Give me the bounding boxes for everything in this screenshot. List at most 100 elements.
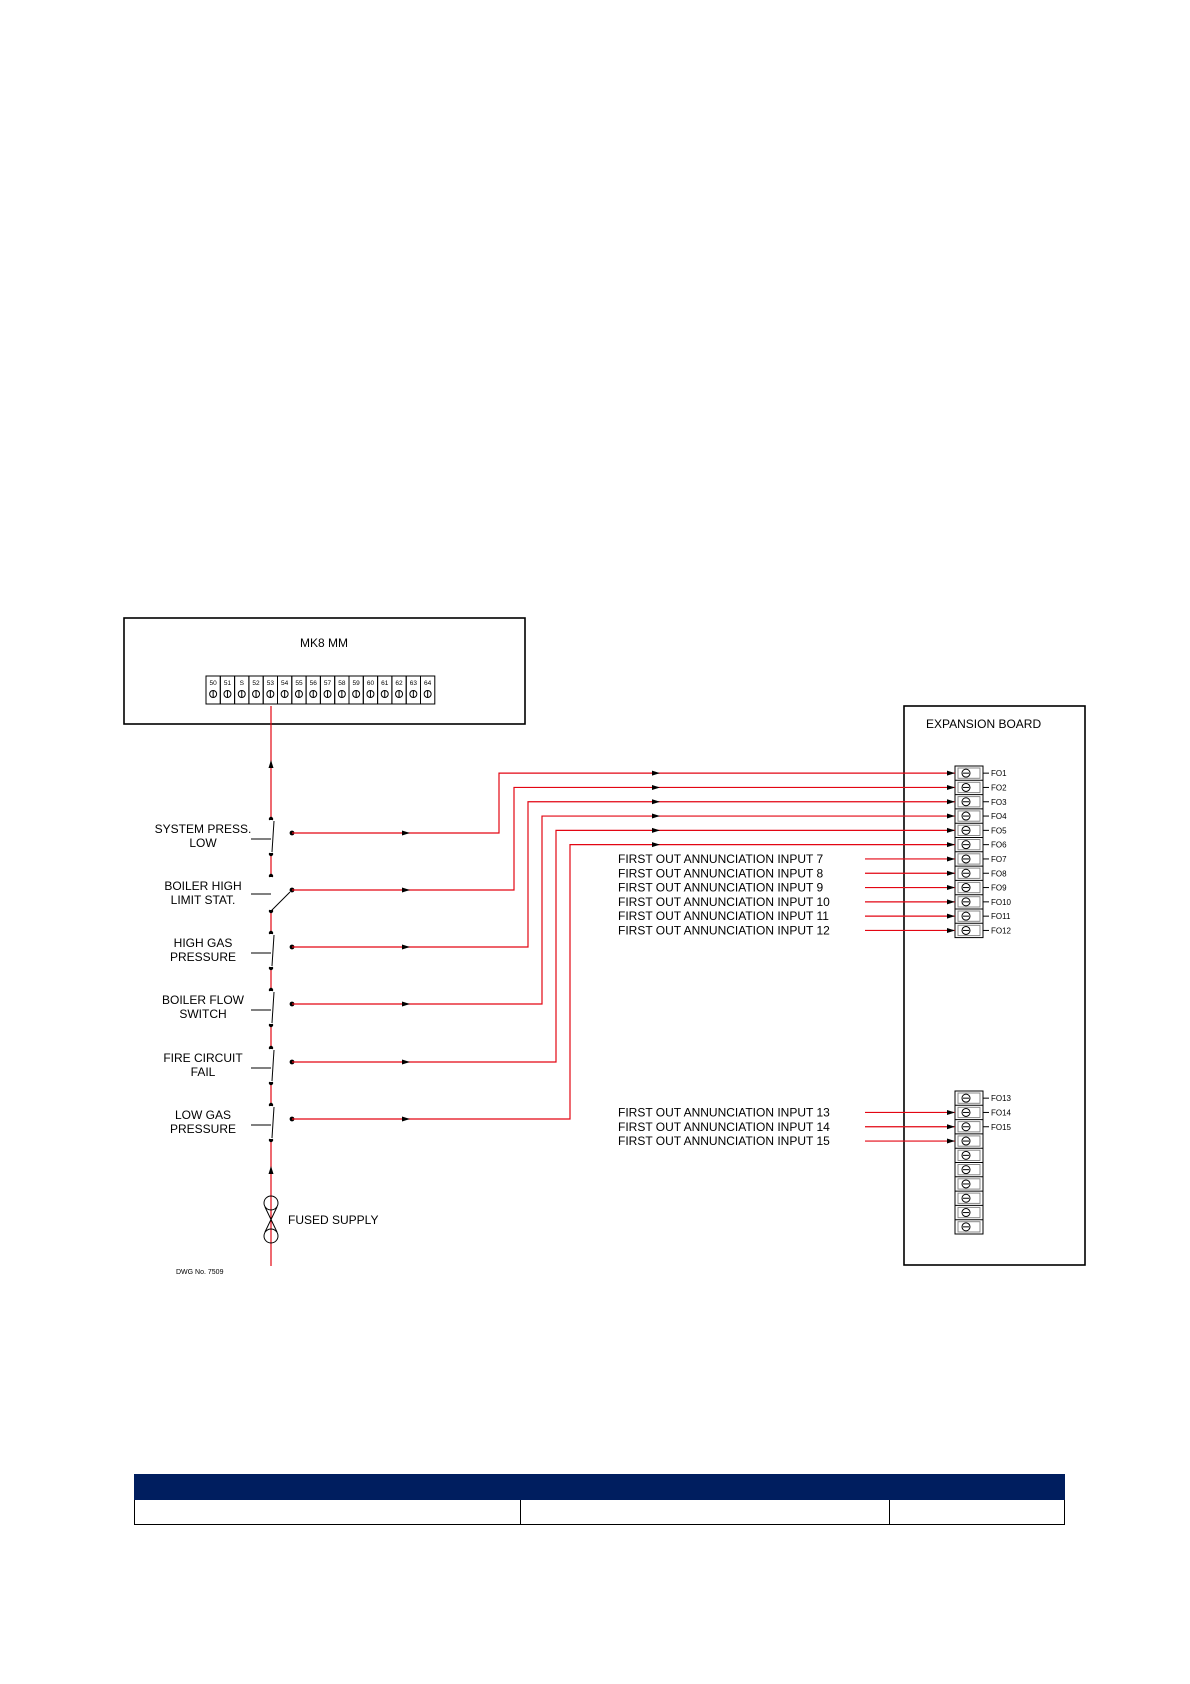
fo-terminal-label: FO5 [991,826,1007,835]
wire-arrow [402,944,410,950]
screw-icon [409,690,418,698]
mm-terminal-label: 54 [281,680,289,687]
screw-icon [337,690,346,698]
fo-input-label: FIRST OUT ANNUNCIATION INPUT 15 [618,1134,830,1148]
fo-input-label: FIRST OUT ANNUNCIATION INPUT 7 [618,852,823,866]
fo-terminal-label: FO2 [991,783,1007,792]
fo-input-label: FIRST OUT ANNUNCIATION INPUT 13 [618,1105,830,1119]
revision-table [134,1474,1065,1525]
fo-wire [292,844,955,1120]
wire-arrow [947,813,955,819]
fuse-icon [263,1195,279,1244]
fo-terminal-label: FO8 [991,869,1007,878]
wire-arrow [947,827,955,833]
terminal-cell [957,910,981,922]
wire-arrow [947,770,955,776]
screw-icon [223,690,232,698]
screw-icon [961,1222,971,1232]
switch-label-line1: BOILER HIGH [164,879,241,893]
fused-supply-label: FUSED SUPPLY [288,1213,378,1227]
fo-terminal-label: FO7 [991,855,1007,864]
mm-terminal-label: 57 [324,680,332,687]
fo-terminal-label: FO4 [991,812,1007,821]
mm-terminal-label: 64 [424,680,432,687]
screw-icon [294,690,303,698]
fo-input-label: FIRST OUT ANNUNCIATION INPUT 12 [618,923,830,937]
mm-terminal-label: 60 [367,680,375,687]
switch-label-line2: LIMIT STAT. [171,893,236,907]
mm-terminal-label: 61 [381,680,389,687]
terminal-cell [957,796,981,808]
fo-terminal-label: FO1 [991,769,1007,778]
fo-input-label: FIRST OUT ANNUNCIATION INPUT 11 [618,909,829,923]
wire-arrow [947,1124,955,1130]
mm-terminal [420,675,436,705]
screw-icon [961,840,971,850]
terminal-cell [957,824,981,837]
switch-label-line1: BOILER FLOW [162,993,245,1007]
wire-arrow [652,770,660,776]
wire-arrow [947,856,955,862]
wire-arrow [652,827,660,833]
screw-icon [961,883,971,893]
fo-input-label: FIRST OUT ANNUNCIATION INPUT 8 [618,866,823,880]
fo-terminal-label: FO11 [991,912,1011,921]
mm-terminal-label: 51 [224,680,232,687]
screw-icon [323,690,332,698]
wire-arrow [402,1116,410,1122]
terminal-cell [957,839,981,851]
screw-icon [961,811,971,821]
wire-arrow [652,784,660,790]
screw-icon [380,690,389,698]
switch-blade [271,1106,275,1139]
switch-label-line2: PRESSURE [170,950,236,964]
fo-wire [292,772,955,834]
screw-icon [252,690,261,698]
wire-arrow [947,899,955,905]
screw-icon [366,690,375,698]
fo-wire [292,829,955,1063]
wire-arrow [402,1001,410,1007]
mm-terminal-label: 59 [353,680,361,687]
wire-arrow [947,1109,955,1115]
screw-icon [961,868,971,878]
terminal-cell [957,867,981,879]
switch-label-line2: SWITCH [179,1007,226,1021]
switch-blade [271,991,275,1024]
wire-arrow [402,830,410,836]
mm-terminal-label: 52 [252,680,260,687]
wire-arrow [652,813,660,819]
wire-arrow [947,784,955,790]
fo-input-label: FIRST OUT ANNUNCIATION INPUT 10 [618,895,830,909]
revision-cell [134,1499,521,1525]
terminal-cell [957,1092,981,1104]
switch-blade [271,1049,275,1082]
terminal-cell [957,896,981,908]
screw-icon [961,925,971,935]
switch-label-line1: FIRE CIRCUIT [163,1051,243,1065]
screw-icon [309,690,318,698]
fo-terminal-label: FO12 [991,926,1012,935]
terminal-cell [957,1149,981,1161]
wire-arrow [947,885,955,891]
mm-terminal-label: 58 [338,680,346,687]
mm-terminal-label: 63 [410,680,418,687]
screw-icon [961,1136,971,1146]
mm-terminal-label: 55 [295,680,303,687]
wire-arrow [947,842,955,848]
screw-icon [352,690,361,698]
screw-icon [961,1165,971,1175]
drawing-number: DWG No. 7509 [176,1269,224,1276]
screw-icon [961,1122,971,1132]
screw-icon [961,1150,971,1160]
terminal-cell [957,1121,981,1133]
revision-table-row [134,1499,1065,1525]
revision-header-cell [520,1474,890,1500]
switch-blade [271,934,275,967]
mm-terminal-label: 56 [310,680,318,687]
revision-table-header [134,1474,1065,1500]
